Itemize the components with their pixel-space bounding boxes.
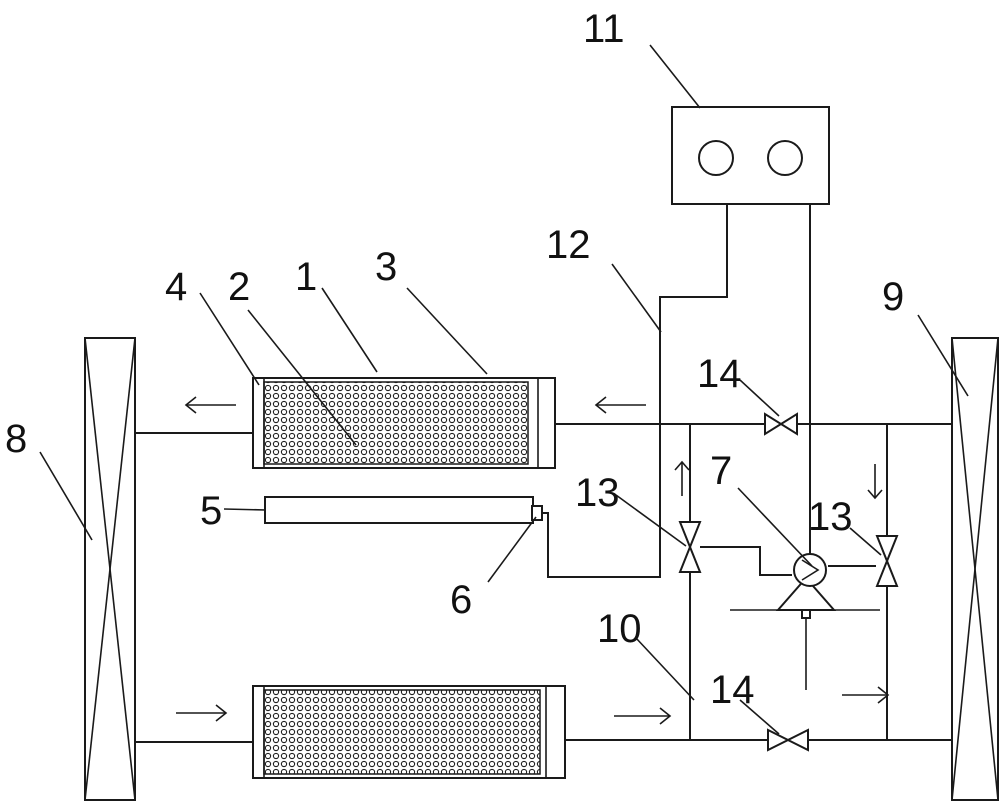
label-5: 5	[200, 489, 222, 533]
label-2: 2	[228, 265, 250, 309]
label-9: 9	[882, 275, 904, 319]
label-10: 10	[597, 607, 642, 651]
label-13-left: 13	[575, 471, 620, 515]
upper-heat-exchanger	[252, 377, 556, 469]
valve-14-top	[764, 412, 798, 436]
valve-13-right	[875, 535, 899, 587]
heating-tube	[264, 496, 543, 524]
left-radiator	[84, 337, 136, 801]
label-4: 4	[165, 265, 187, 309]
pump	[775, 553, 837, 619]
label-11: 11	[583, 7, 625, 51]
label-13-right: 13	[808, 495, 853, 539]
arrow-right-icon	[842, 686, 890, 704]
arrow-up-icon	[674, 460, 690, 496]
label-6: 6	[450, 578, 472, 622]
right-radiator	[951, 337, 999, 801]
reference-numerals: 8 4 2 1 3 5 6 11 12 9 14 13 7 13 10 14	[5, 7, 904, 712]
arrow-left-icon	[594, 396, 646, 414]
label-8: 8	[5, 417, 27, 461]
arrow-down-icon	[867, 464, 883, 500]
gauge-left-icon	[698, 140, 734, 176]
piping	[135, 204, 952, 743]
label-1: 1	[295, 255, 317, 299]
flow-arrows	[176, 396, 890, 725]
lower-heat-exchanger	[252, 685, 566, 779]
label-14-bottom: 14	[710, 668, 755, 712]
label-3: 3	[375, 245, 397, 289]
valve-14-bottom	[767, 728, 809, 752]
arrow-right-icon	[614, 707, 672, 725]
arrow-right-icon	[176, 704, 228, 722]
label-12: 12	[546, 223, 591, 267]
controller-box	[671, 106, 830, 205]
label-7: 7	[710, 449, 732, 493]
valve-13-left	[678, 521, 702, 573]
leader-lines	[39, 44, 969, 735]
label-14-top: 14	[697, 352, 742, 396]
arrow-left-icon	[184, 396, 236, 414]
gauge-right-icon	[767, 140, 803, 176]
